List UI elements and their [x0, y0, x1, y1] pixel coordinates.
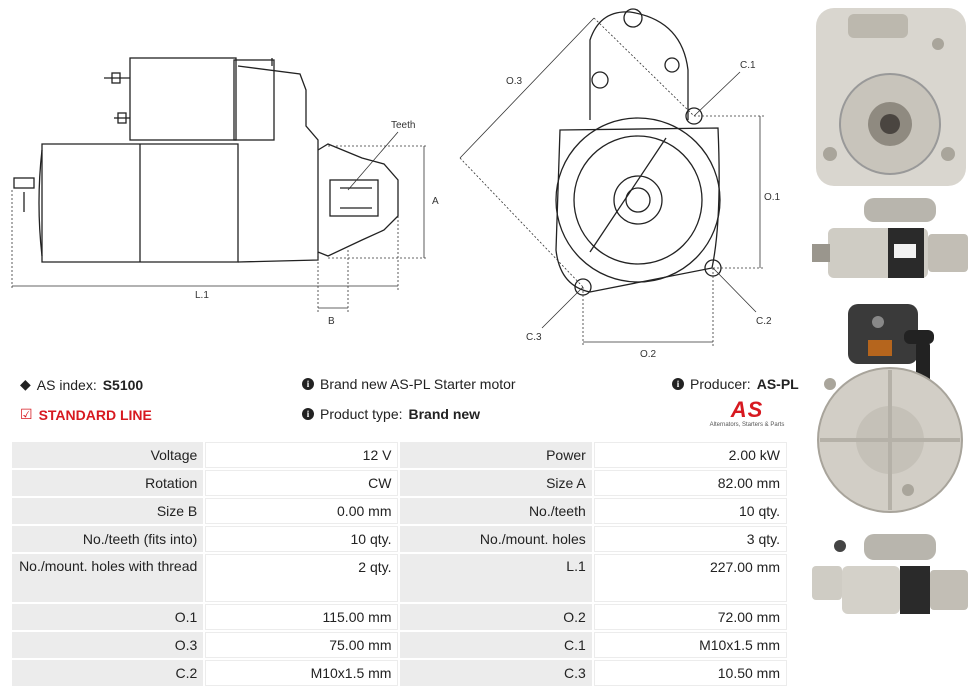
dimension-line-o3	[459, 17, 595, 159]
flange-body-outline	[555, 127, 720, 293]
dimension-o1-label: O.1	[764, 192, 781, 203]
product-photo-rear	[817, 304, 963, 513]
dimension-o2-label: O.2	[640, 349, 657, 360]
spec-label: C.2	[12, 660, 204, 686]
producer: i Producer: AS-PL	[672, 376, 799, 392]
hole-c3-label: C.3	[526, 332, 542, 343]
dimension-b-label: B	[328, 316, 335, 327]
spec-value: 10 qty.	[205, 526, 399, 552]
flange-outer-circle	[555, 117, 721, 283]
producer-label: Producer:	[690, 376, 751, 392]
product-photo-side	[812, 198, 968, 278]
spec-value: M10x1.5 mm	[593, 632, 787, 658]
spec-value: 227.00 mm	[593, 554, 787, 602]
spec-label: C.3	[400, 660, 592, 686]
as-index-label: AS index:	[36, 376, 97, 393]
standard-line-badge: ☑ STANDARD LINE	[20, 406, 152, 423]
as-index-value: S5100	[102, 376, 144, 393]
side-view-diagram: Teeth A B L.1	[11, 57, 439, 327]
spec-value: 75.00 mm	[205, 632, 399, 658]
spec-label: Rotation	[12, 470, 204, 496]
spec-value: 2.00 kW	[593, 442, 787, 468]
spec-label: No./mount. holes with thread	[12, 554, 204, 602]
thread-c2-label: C.2	[756, 316, 772, 327]
spec-value: 72.00 mm	[593, 604, 787, 630]
product-type-value: Brand new	[408, 406, 481, 422]
info-icon: i	[302, 408, 314, 420]
product-photo-front	[816, 8, 966, 186]
spec-value: M10x1.5 mm	[205, 660, 399, 686]
table-row: No./teeth (fits into)10 qty.No./mount. h…	[12, 526, 787, 552]
spec-value: 12 V	[205, 442, 399, 468]
dimension-l1-label: L.1	[195, 290, 209, 301]
tag-icon: ◆	[20, 376, 31, 392]
spec-label: No./teeth (fits into)	[12, 526, 204, 552]
product-type: i Product type: Brand new	[302, 406, 480, 422]
spec-value: 2 qty.	[205, 554, 399, 602]
dimension-o3-label: O.3	[506, 76, 523, 87]
spec-label: No./mount. holes	[400, 526, 592, 552]
spec-value: 3 qty.	[593, 526, 787, 552]
spec-label: L.1	[400, 554, 592, 602]
spec-label: Voltage	[12, 442, 204, 468]
spec-label: Power	[400, 442, 592, 468]
thread-c1-label: C.1	[740, 60, 756, 71]
spec-value: 0.00 mm	[205, 498, 399, 524]
logo-tagline: Alternators, Starters & Parts	[709, 422, 785, 428]
flange-top-outline	[589, 11, 689, 120]
info-icon: i	[672, 378, 684, 390]
logo-mark: AS	[730, 397, 764, 422]
spec-value: 115.00 mm	[205, 604, 399, 630]
description: i Brand new AS-PL Starter motor	[302, 376, 516, 392]
product-photo-angle	[812, 534, 968, 614]
spec-label: Size A	[400, 470, 592, 496]
spec-label: O.3	[12, 632, 204, 658]
teeth-label: Teeth	[391, 120, 415, 131]
checkbox-icon: ☑	[20, 406, 33, 422]
as-index: ◆ AS index: S5100	[20, 376, 143, 393]
spec-label: Size B	[12, 498, 204, 524]
description-text: Brand new AS-PL Starter motor	[320, 376, 516, 392]
spec-label: O.2	[400, 604, 592, 630]
spec-value: CW	[205, 470, 399, 496]
producer-value: AS-PL	[756, 376, 799, 392]
as-pl-logo: AS Alternators, Starters & Parts	[702, 397, 792, 429]
teeth-leader-line	[347, 131, 399, 191]
spec-label: No./teeth	[400, 498, 592, 524]
spec-value: 10.50 mm	[593, 660, 787, 686]
product-type-label: Product type:	[320, 406, 403, 422]
spec-value: 10 qty.	[593, 498, 787, 524]
front-view-diagram: O.3 C.1 O.1 C.2 C.3 O.2	[459, 8, 781, 360]
solenoid-outline	[129, 57, 237, 141]
spec-value: 82.00 mm	[593, 470, 787, 496]
spec-label: O.1	[12, 604, 204, 630]
info-icon: i	[302, 378, 314, 390]
dimension-a-label: A	[432, 196, 439, 207]
standard-line-label: STANDARD LINE	[38, 406, 152, 423]
spec-label: C.1	[400, 632, 592, 658]
